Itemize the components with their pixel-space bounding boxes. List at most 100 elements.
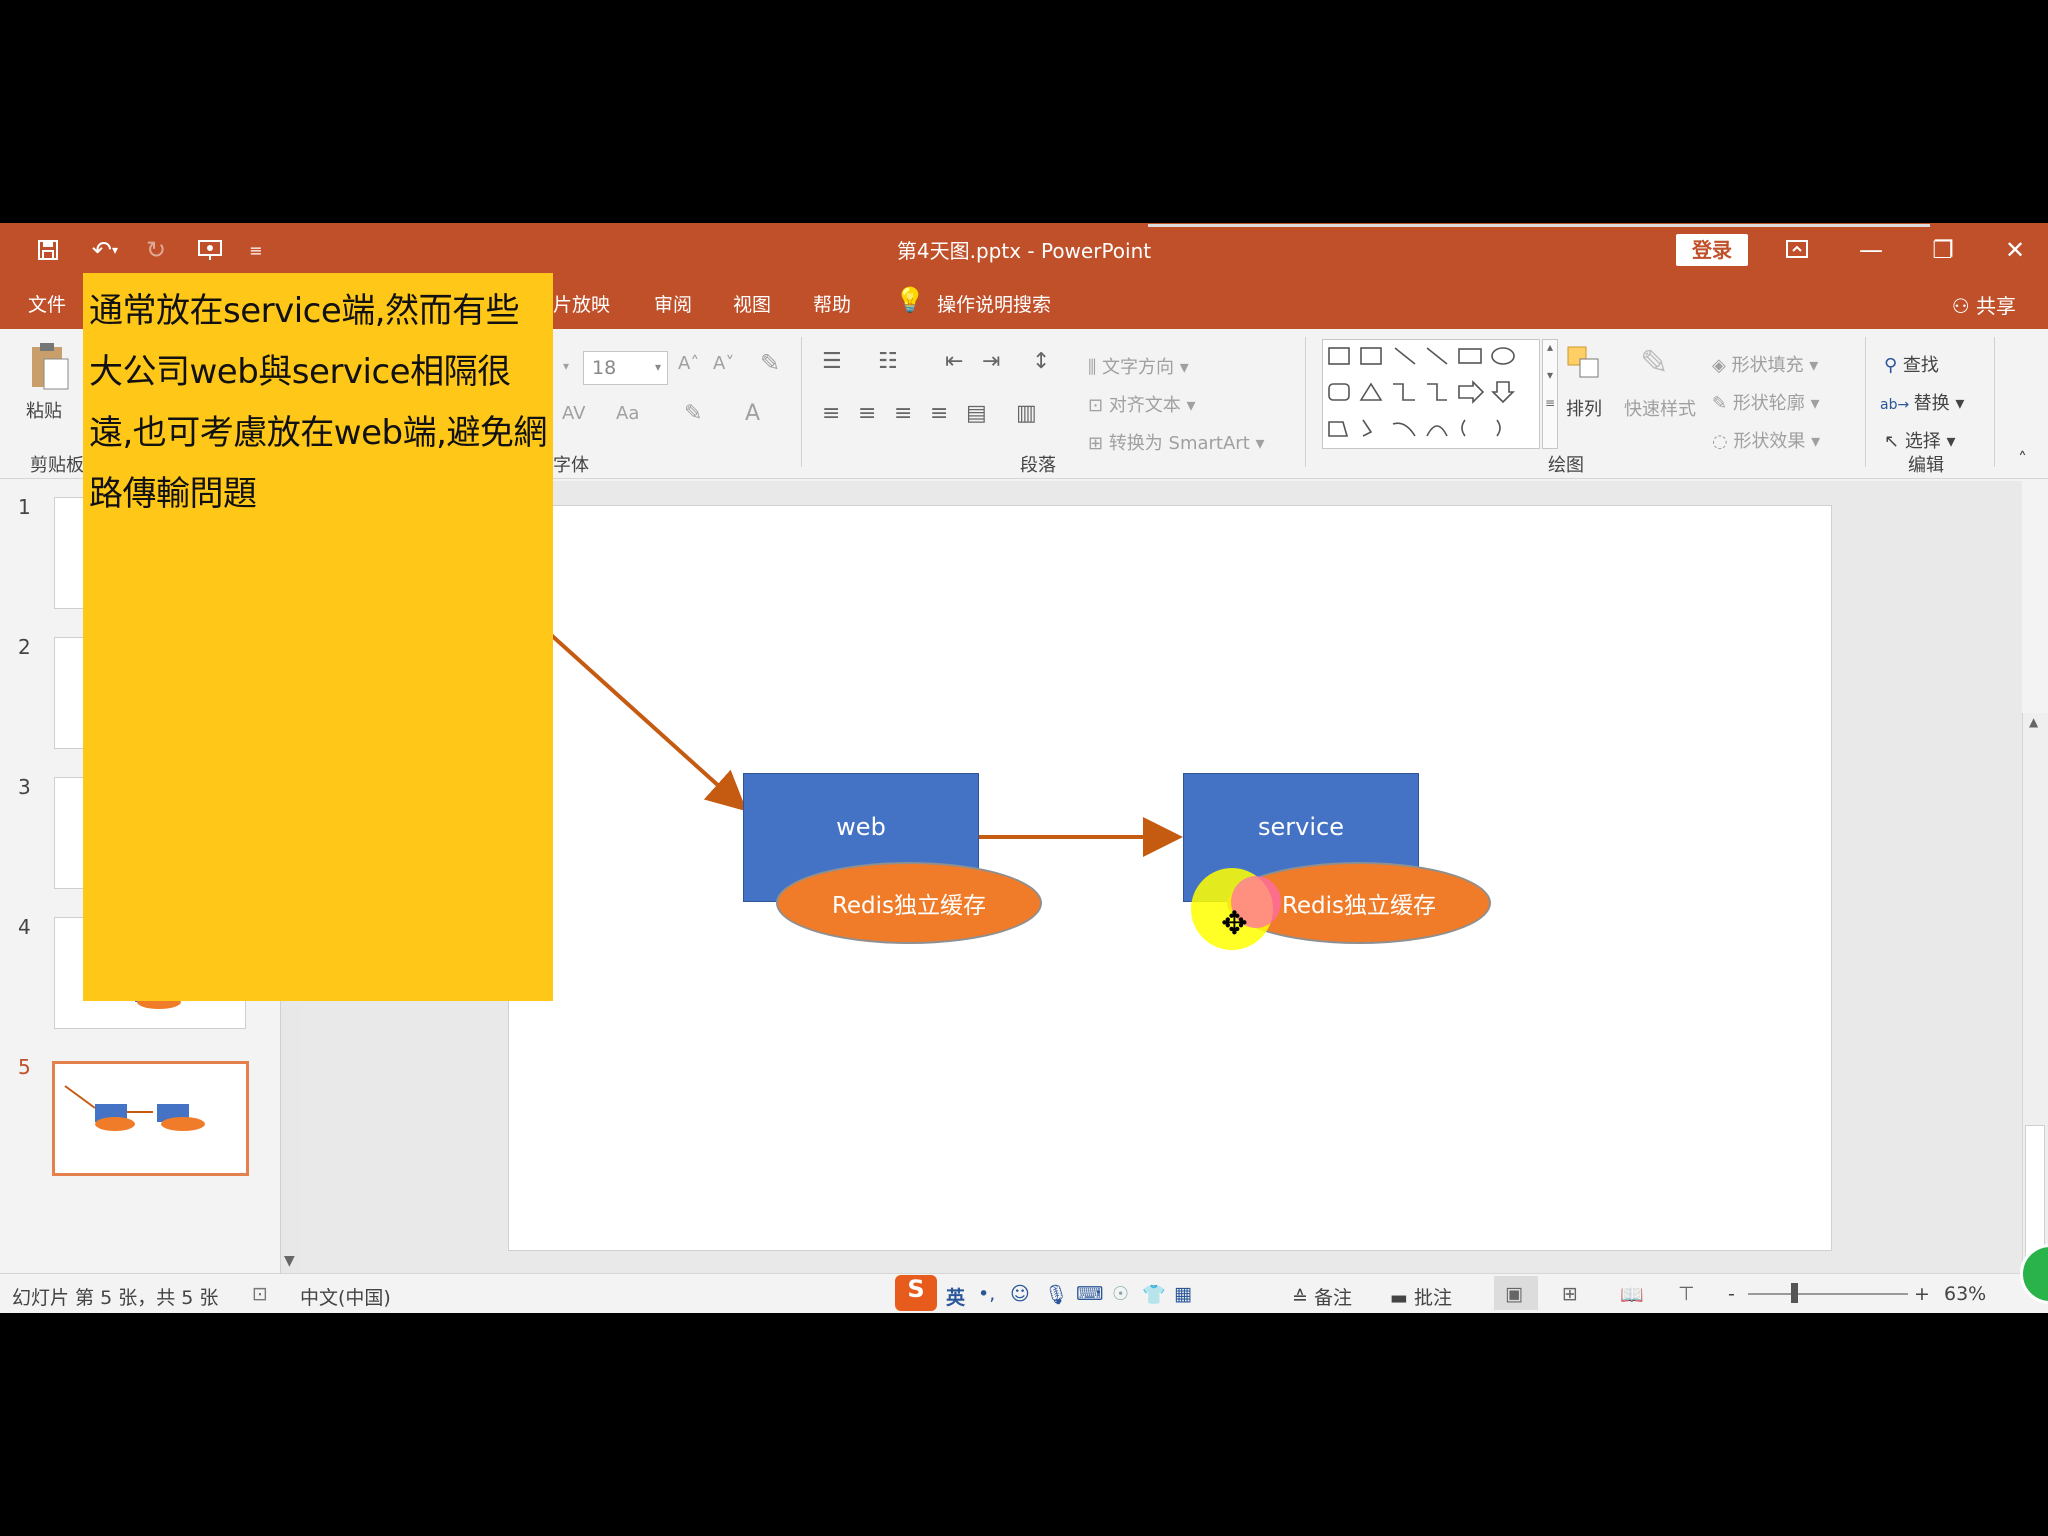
keyboard-icon[interactable]: ⌨: [1076, 1283, 1104, 1305]
ribbon-display-icon[interactable]: [1772, 231, 1822, 269]
slideshow-view-icon[interactable]: ⊤: [1678, 1283, 1695, 1305]
slide-canvas[interactable]: web Redis独立缓存 service Redis独立缓存 ✥: [508, 505, 1832, 1251]
notes-button[interactable]: ≙ 备注: [1292, 1283, 1352, 1310]
text-direction-button[interactable]: ⫼ 文字方向 ▾: [1088, 357, 1189, 378]
skin-icon[interactable]: 👕: [1142, 1284, 1166, 1306]
redis-cache-ellipse-web[interactable]: Redis独立缓存: [776, 862, 1042, 944]
tell-me-search[interactable]: 操作说明搜索: [937, 294, 1052, 316]
quick-styles-icon[interactable]: ✎: [1640, 343, 1669, 383]
sign-in-button[interactable]: 登录: [1676, 234, 1748, 266]
tab-help[interactable]: 帮助: [813, 294, 852, 316]
distributed-icon[interactable]: ▤: [966, 401, 987, 426]
language-indicator[interactable]: 中文(中国): [300, 1287, 391, 1309]
gallery-scroll[interactable]: ▴▾≡: [1542, 339, 1558, 449]
shape-effects-button[interactable]: ◌ 形状效果 ▾: [1712, 431, 1821, 452]
person-icon: ⚇: [1951, 294, 1976, 318]
zoom-slider-track[interactable]: [1748, 1293, 1908, 1295]
comment-icon: ▬: [1390, 1287, 1414, 1309]
select-button[interactable]: ↖ 选择 ▾: [1884, 431, 1956, 452]
ime-mode[interactable]: 英: [946, 1287, 966, 1309]
slide-thumbnail-active[interactable]: [52, 1061, 249, 1176]
decrease-indent-icon[interactable]: ⇤: [945, 349, 964, 374]
close-icon[interactable]: ✕: [2004, 236, 2026, 264]
font-size-select[interactable]: 18 ▾: [583, 351, 668, 385]
toolbox-icon[interactable]: ▦: [1174, 1283, 1192, 1305]
microphone-icon[interactable]: 🎙: [1044, 1284, 1069, 1306]
accessibility-icon[interactable]: ⊡: [252, 1283, 268, 1305]
columns-icon[interactable]: ▥: [1016, 401, 1037, 426]
font-color-button[interactable]: A: [745, 401, 761, 426]
replace-icon: ab→: [1880, 397, 1914, 413]
find-button[interactable]: ⚲ 查找: [1884, 351, 1939, 377]
quick-styles-button[interactable]: 快速样式: [1624, 399, 1696, 420]
separator: [1305, 337, 1306, 467]
line-spacing-icon[interactable]: ↕: [1032, 349, 1051, 374]
click-highlight: [1231, 876, 1281, 928]
shrink-font-button[interactable]: A˅: [713, 353, 735, 374]
present-icon[interactable]: [188, 233, 232, 267]
zoom-slider-thumb[interactable]: [1791, 1283, 1798, 1303]
tab-file[interactable]: 文件: [28, 294, 67, 316]
shape-outline-button[interactable]: ✎ 形状轮廓 ▾: [1712, 393, 1820, 414]
align-center-icon[interactable]: ≡: [858, 401, 877, 426]
numbering-icon[interactable]: ☷: [878, 349, 898, 374]
paste-button[interactable]: 粘贴: [26, 401, 62, 422]
reading-view-icon[interactable]: 📖: [1620, 1284, 1644, 1306]
smartart-icon: ⊞: [1088, 433, 1109, 454]
customize-icon[interactable]: ≡: [249, 240, 263, 260]
align-left-icon[interactable]: ≡: [822, 401, 841, 426]
highlight-icon[interactable]: ✎: [684, 401, 703, 426]
save-icon[interactable]: [30, 233, 66, 267]
scroll-down-icon[interactable]: ▼: [284, 1253, 295, 1269]
connector-arrows[interactable]: [509, 506, 1833, 1252]
increase-indent-icon[interactable]: ⇥: [982, 349, 1001, 374]
align-right-icon[interactable]: ≡: [894, 401, 913, 426]
tab-review[interactable]: 审阅: [654, 294, 693, 316]
user-icon[interactable]: ☉: [1112, 1283, 1130, 1305]
tab-slideshow[interactable]: 片放映: [553, 294, 611, 316]
convert-smartart-button[interactable]: ⊞ 转换为 SmartArt ▾: [1088, 433, 1265, 454]
zoom-level[interactable]: 63%: [1944, 1283, 1987, 1305]
grow-font-button[interactable]: A˄: [678, 353, 700, 374]
replace-button[interactable]: ab→ 替换 ▾: [1880, 393, 1965, 414]
minimize-icon[interactable]: —: [1859, 236, 1883, 264]
paragraph-group-label: 段落: [1020, 455, 1056, 476]
normal-view-icon[interactable]: [1494, 1276, 1538, 1310]
video-progress-line: [1148, 224, 1930, 227]
restore-icon[interactable]: ❐: [1932, 236, 1954, 264]
font-name-dropdown-icon[interactable]: ▾: [563, 359, 570, 373]
select-label: 选择: [1904, 431, 1941, 452]
clear-formatting-icon[interactable]: ✎: [760, 349, 781, 377]
arrange-button[interactable]: 排列: [1566, 399, 1602, 420]
slide-sorter-icon[interactable]: ⊞: [1562, 1283, 1578, 1305]
bullets-icon[interactable]: ☰: [822, 349, 842, 374]
redo-icon[interactable]: ↻: [145, 236, 167, 264]
arrange-icon[interactable]: [1564, 343, 1606, 385]
undo-icon[interactable]: ↶▾: [91, 236, 119, 264]
char-spacing-button[interactable]: AV: [562, 403, 586, 424]
share-button[interactable]: ⚇ 共享: [1952, 290, 2016, 319]
collapse-ribbon-icon[interactable]: ˄: [2018, 449, 2027, 470]
scroll-up-icon[interactable]: ▲: [2029, 715, 2039, 729]
vertical-scrollbar[interactable]: ▲ ▼ ⇞ ⇟: [2022, 713, 2048, 1313]
lightbulb-icon: 💡: [895, 286, 925, 314]
sogou-ime-icon[interactable]: S: [895, 1275, 937, 1311]
zoom-out-button[interactable]: -: [1728, 1283, 1735, 1305]
web-label: web: [836, 812, 886, 841]
change-case-button[interactable]: Aa: [616, 403, 640, 424]
paste-icon[interactable]: [26, 341, 72, 393]
comments-button[interactable]: ▬ 批注: [1390, 1283, 1452, 1310]
tab-view[interactable]: 视图: [733, 294, 772, 316]
drawing-group-label: 绘图: [1548, 455, 1584, 476]
title-bar: ↶▾ ↻ ≡ 第4天图.pptx - PowerPoint 登录 — ❐ ✕: [0, 223, 2048, 276]
emoji-icon[interactable]: ☺: [1010, 1283, 1030, 1305]
shapes-gallery[interactable]: [1322, 339, 1540, 449]
search-icon: ⚲: [1884, 355, 1903, 376]
shape-fill-button[interactable]: ◈ 形状填充 ▾: [1712, 355, 1819, 376]
justify-icon[interactable]: ≡: [930, 401, 949, 426]
punctuation-icon[interactable]: •,: [978, 1283, 996, 1305]
zoom-in-button[interactable]: +: [1914, 1283, 1930, 1305]
separator: [1994, 337, 1995, 467]
scroll-thumb[interactable]: [2025, 1125, 2045, 1261]
align-text-button[interactable]: ⊡ 对齐文本 ▾: [1088, 395, 1196, 416]
